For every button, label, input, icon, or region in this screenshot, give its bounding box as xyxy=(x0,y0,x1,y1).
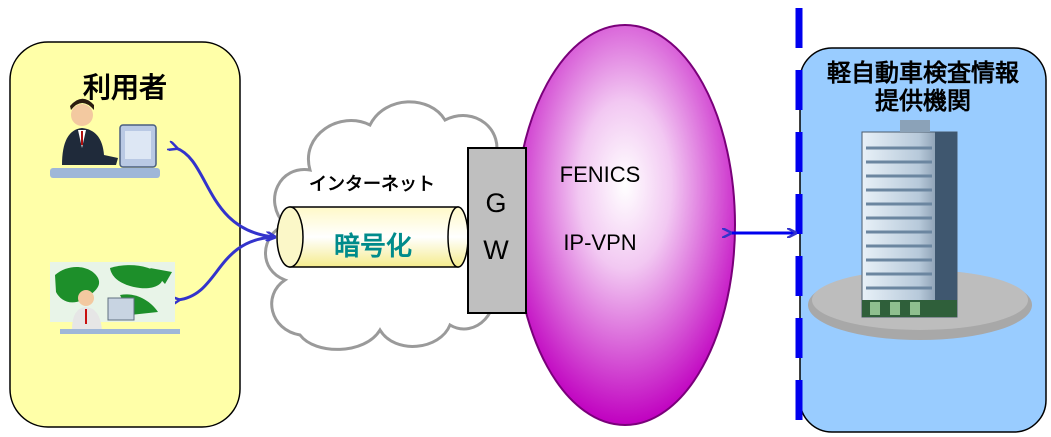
gateway-box xyxy=(467,147,527,314)
office-building-icon xyxy=(808,120,1032,340)
network-name: FENICS xyxy=(559,162,641,187)
organization-title-line2: 提供機関 xyxy=(875,88,971,115)
user-bottom-arrow xyxy=(178,235,275,300)
users-title: 利用者 xyxy=(82,72,167,103)
encryption-tunnel xyxy=(276,206,469,268)
organization-title: 軽自動車検査情報 提供機関 xyxy=(800,60,1046,116)
user-top-arrow xyxy=(176,148,274,237)
network-type: IP-VPN xyxy=(563,230,637,255)
user-globe-pc-icon xyxy=(50,262,180,334)
gateway-letter-g: G xyxy=(485,188,507,218)
gateway-label: G W xyxy=(466,180,526,274)
encryption-label: 暗号化 xyxy=(333,231,412,261)
fenics-ellipse xyxy=(514,24,736,426)
user-pc-icon xyxy=(50,98,160,178)
gateway-letter-w: W xyxy=(483,235,509,265)
internet-label: インターネット xyxy=(309,174,435,194)
organization-title-line1: 軽自動車検査情報 xyxy=(827,60,1019,87)
